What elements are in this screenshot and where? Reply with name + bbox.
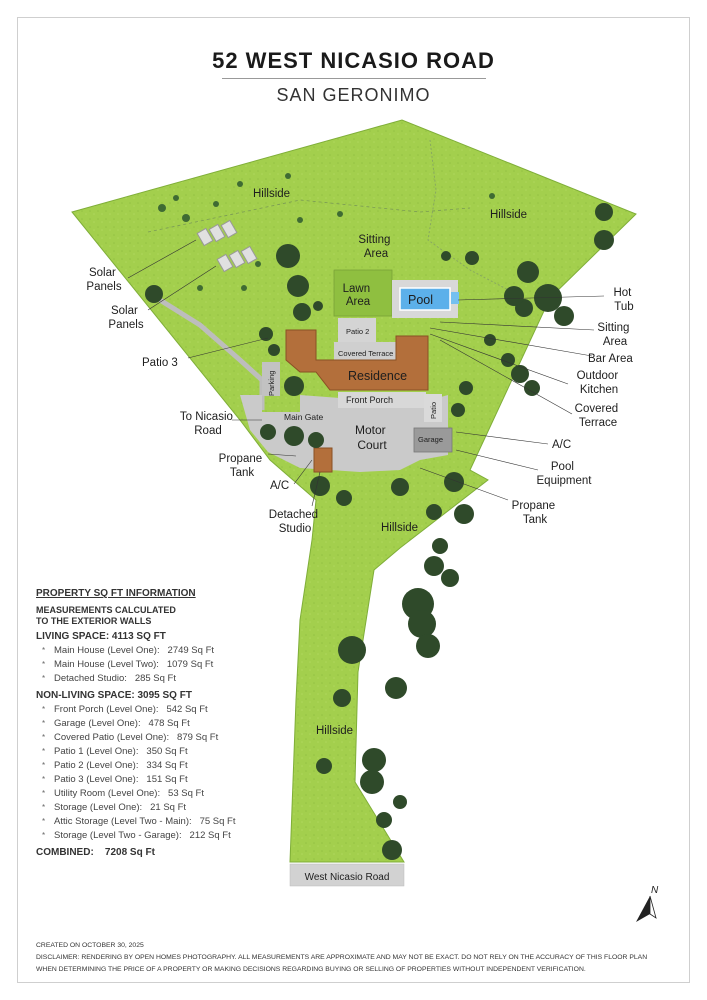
created-date: CREATED ON OCTOBER 30, 2025 bbox=[36, 942, 144, 949]
info-heading: PROPERTY SQ FT INFORMATION bbox=[36, 588, 196, 599]
label-hillside-center: Hillside bbox=[381, 522, 418, 534]
label-pool-equipment: Pool Equipment bbox=[537, 461, 593, 487]
combined-value: 7208 Sq Ft bbox=[104, 847, 155, 858]
label-pool: Pool bbox=[408, 293, 433, 307]
label-bar-area: Bar Area bbox=[588, 353, 633, 365]
list-item: Detached Studio: 285 Sq Ft bbox=[36, 672, 296, 686]
north-arrow-icon: N bbox=[636, 885, 659, 922]
trees bbox=[145, 203, 614, 860]
hot-tub bbox=[451, 292, 459, 304]
label-sitting-area-north: Sitting Area bbox=[358, 234, 393, 260]
page-border bbox=[17, 17, 690, 983]
covered-terrace-area bbox=[334, 342, 398, 362]
garage-building bbox=[413, 427, 453, 453]
label-ac-west: A/C bbox=[270, 480, 289, 492]
non-living-space-list: Front Porch (Level One): 542 Sq Ft Garag… bbox=[36, 703, 296, 843]
info-note-line2: TO THE EXTERIOR WALLS bbox=[36, 616, 152, 626]
list-item: Storage (Level Two - Garage): 212 Sq Ft bbox=[36, 829, 296, 843]
list-item: Main House (Level Two): 1079 Sq Ft bbox=[36, 658, 296, 672]
label-to-nicasio-road: To Nicasio Road bbox=[180, 411, 236, 437]
label-patio-2: Patio 2 bbox=[346, 327, 369, 336]
label-outdoor-kitchen: Outdoor Kitchen bbox=[577, 370, 622, 396]
list-item: Patio 3 (Level One): 151 Sq Ft bbox=[36, 773, 296, 787]
label-hillside-nw: Hillside bbox=[253, 188, 290, 200]
solar-panel-array-1 bbox=[196, 219, 238, 247]
label-propane-tank-west: Propane Tank bbox=[219, 453, 266, 479]
list-item: Main House (Level One): 2749 Sq Ft bbox=[36, 644, 296, 658]
list-item: Patio 1 (Level One): 350 Sq Ft bbox=[36, 745, 296, 759]
leader-lines bbox=[127, 239, 605, 507]
combined-label: COMBINED: bbox=[36, 847, 94, 858]
living-space-heading: LIVING SPACE: 4113 SQ FT bbox=[36, 631, 166, 642]
list-item: Garage (Level One): 478 Sq Ft bbox=[36, 717, 296, 731]
page-subtitle: SAN GERONIMO bbox=[276, 85, 431, 105]
disclaimer-line-1: DISCLAIMER: RENDERING BY OPEN HOMES PHOT… bbox=[36, 954, 648, 961]
list-item: Covered Patio (Level One): 879 Sq Ft bbox=[36, 731, 296, 745]
west-nicasio-road-strip bbox=[289, 863, 405, 887]
property-info-panel: PROPERTY SQ FT INFORMATION MEASUREMENTS … bbox=[36, 588, 296, 858]
label-hot-tub: Hot Tub bbox=[613, 287, 634, 313]
solar-panel-array-2 bbox=[216, 245, 258, 273]
list-item: Utility Room (Level One): 53 Sq Ft bbox=[36, 787, 296, 801]
label-ac-east: A/C bbox=[552, 439, 571, 451]
lawn-area bbox=[333, 269, 393, 317]
shrubs bbox=[158, 173, 495, 291]
motor-court-paving bbox=[240, 395, 448, 472]
residence-roof bbox=[285, 329, 429, 391]
label-covered-terrace-inner: Covered Terrace bbox=[338, 349, 393, 358]
label-sitting-area-east: Sitting Area bbox=[597, 322, 632, 348]
title-divider bbox=[222, 78, 486, 79]
info-note-line1: MEASUREMENTS CALCULATED bbox=[36, 605, 176, 615]
parking-area bbox=[262, 362, 280, 396]
label-motor-court: Motor Court bbox=[355, 423, 389, 452]
label-hillside-ne: Hillside bbox=[490, 209, 527, 221]
label-solar-panels-1: Solar Panels bbox=[86, 267, 121, 293]
label-residence: Residence bbox=[348, 369, 407, 383]
pool-water bbox=[399, 287, 451, 311]
label-propane-tank-east: Propane Tank bbox=[512, 500, 559, 526]
list-item: Storage (Level One): 21 Sq Ft bbox=[36, 801, 296, 815]
creek-line bbox=[427, 139, 521, 297]
list-item: Patio 2 (Level One): 334 Sq Ft bbox=[36, 759, 296, 773]
label-patio-side: Patio bbox=[429, 402, 438, 419]
page-title: 52 WEST NICASIO ROAD bbox=[212, 48, 495, 73]
patio-2-area bbox=[338, 318, 376, 342]
boundary-dashes bbox=[147, 199, 471, 233]
label-solar-panels-2: Solar Panels bbox=[108, 305, 143, 331]
label-detached-studio: Detached Studio bbox=[269, 509, 321, 535]
combined-total: COMBINED: 7208 Sq Ft bbox=[36, 847, 296, 858]
label-hillside-south: Hillside bbox=[316, 725, 353, 737]
label-patio-3: Patio 3 bbox=[142, 357, 178, 369]
label-parking: Parking bbox=[267, 371, 276, 396]
patio-side-area bbox=[424, 394, 442, 422]
detached-studio-building bbox=[313, 447, 333, 473]
list-item: Front Porch (Level One): 542 Sq Ft bbox=[36, 703, 296, 717]
label-covered-terrace-east: Covered Terrace bbox=[575, 403, 622, 429]
label-west-nicasio-road: West Nicasio Road bbox=[305, 872, 390, 883]
label-front-porch: Front Porch bbox=[346, 395, 393, 405]
label-lawn-area: Lawn Area bbox=[343, 283, 374, 308]
disclaimer-line-2: WHEN DETERMINING THE PRICE OF A PROPERTY… bbox=[36, 966, 586, 973]
non-living-space-heading: NON-LIVING SPACE: 3095 SQ FT bbox=[36, 690, 192, 701]
living-space-list: Main House (Level One): 2749 Sq Ft Main … bbox=[36, 644, 296, 686]
list-item: Attic Storage (Level Two - Main): 75 Sq … bbox=[36, 815, 296, 829]
label-main-gate: Main Gate bbox=[284, 412, 323, 422]
footer: CREATED ON OCTOBER 30, 2025 DISCLAIMER: … bbox=[36, 940, 676, 976]
front-porch-area bbox=[338, 392, 426, 408]
north-label: N bbox=[651, 885, 659, 896]
label-garage: Garage bbox=[418, 435, 443, 444]
